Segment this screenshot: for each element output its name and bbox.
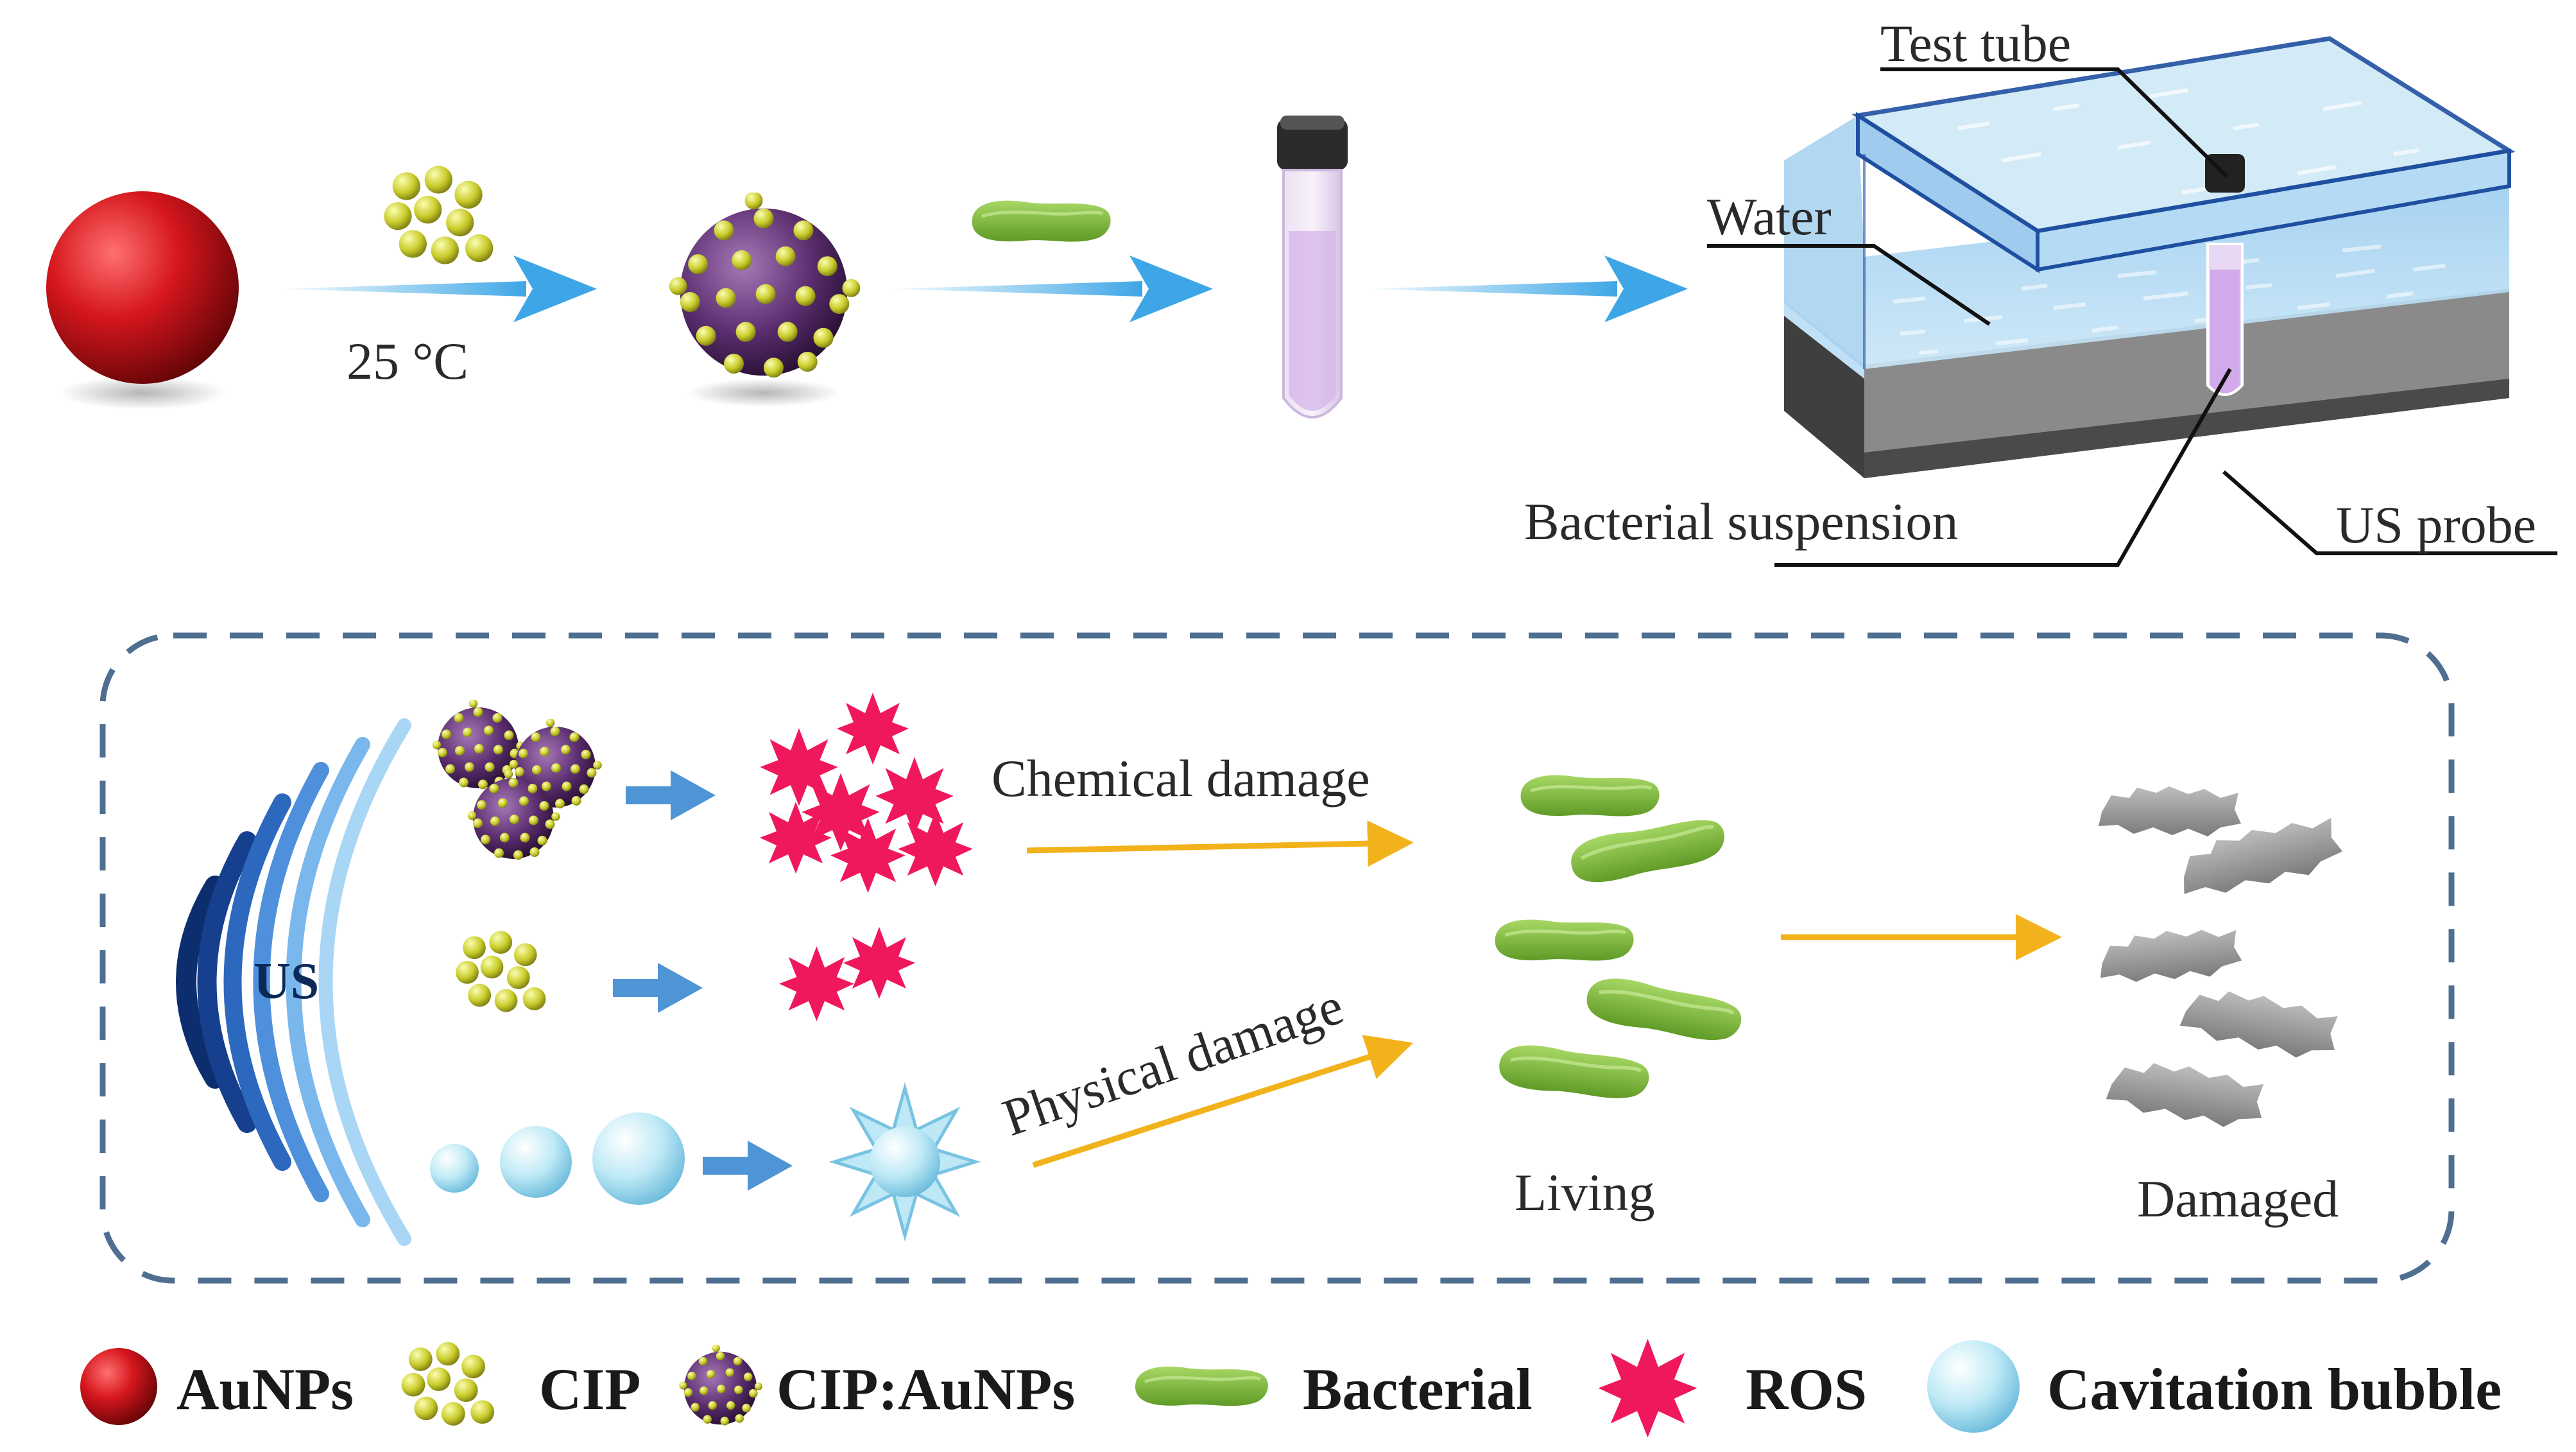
collapsing-bubble (829, 1082, 981, 1242)
cip-aunp-shadow (687, 379, 841, 407)
bacteria-icon (1135, 1367, 1268, 1406)
ros-cluster-small (779, 927, 915, 1021)
synthesis-row: 25 °C (46, 116, 1688, 419)
legend-cip-aunp-label: CIP:AuNPs (777, 1356, 1075, 1422)
cip-aunp-icon (679, 1345, 762, 1426)
bubble-growth (430, 1112, 685, 1205)
suspension-label: Bacterial suspension (1524, 492, 1958, 551)
ultrasound-setup: Test tube Water Bacterial suspension US … (1524, 14, 2557, 567)
us-label: US (253, 953, 319, 1010)
test-tube-label: Test tube (1880, 14, 2071, 73)
aunp-icon (80, 1348, 157, 1425)
damaged-bacteria-group (2096, 786, 2346, 1132)
water-leader (1707, 244, 1991, 326)
aunp-sphere (46, 191, 239, 384)
tank-test-tube (2205, 154, 2245, 396)
legend: AuNPs CIP CIP:AuNPs Bacterial ROS Cavita… (80, 1338, 2502, 1438)
legend-bubble-label: Cavitation bubble (2047, 1356, 2502, 1422)
ros-cluster-large (760, 693, 973, 893)
us-probe-base (1864, 289, 2509, 478)
physical-damage-arrow (1032, 1035, 1414, 1168)
water-label: Water (1707, 187, 1832, 246)
cip-icon (401, 1342, 495, 1426)
ultrasound-waves (176, 718, 411, 1246)
panel-border (99, 632, 2455, 1284)
probe-leader (2222, 470, 2557, 555)
test-tube-leader (1880, 67, 2229, 178)
blue-arrow-1 (626, 770, 716, 820)
mechanism-panel: US (99, 632, 2455, 1284)
damaged-label: Damaged (2137, 1170, 2339, 1228)
blue-arrow-3 (703, 1141, 793, 1191)
chemical-damage-label: Chemical damage (992, 749, 1370, 808)
cavitation-bubble-icon (1927, 1340, 2020, 1433)
flow-arrow-1 (282, 255, 597, 322)
water-body (1864, 180, 2509, 369)
test-tube (1277, 116, 1348, 419)
living-bacteria-group (1495, 775, 1745, 1102)
aunp-shadow (59, 376, 226, 410)
flow-arrow-2 (892, 255, 1213, 322)
cip-aunp-particle (669, 193, 861, 378)
cip-cluster (384, 166, 494, 264)
cip-aunp-cluster (432, 700, 602, 860)
living-label: Living (1515, 1163, 1655, 1222)
bacteria-small (972, 201, 1111, 242)
ros-icon (1598, 1338, 1697, 1438)
legend-ros-label: ROS (1746, 1356, 1867, 1422)
blue-arrow-2 (613, 963, 703, 1013)
legend-aunp-label: AuNPs (176, 1356, 354, 1422)
legend-cip-label: CIP (539, 1356, 640, 1422)
suspension-leader (1774, 368, 2232, 567)
flow-arrow-3 (1367, 255, 1688, 322)
legend-bacterial-label: Bacterial (1303, 1356, 1533, 1422)
probe-label: US probe (2336, 496, 2536, 554)
cip-cluster-small (456, 931, 546, 1012)
chemical-damage-arrow (1026, 820, 1414, 867)
temperature-label: 25 °C (347, 332, 468, 390)
